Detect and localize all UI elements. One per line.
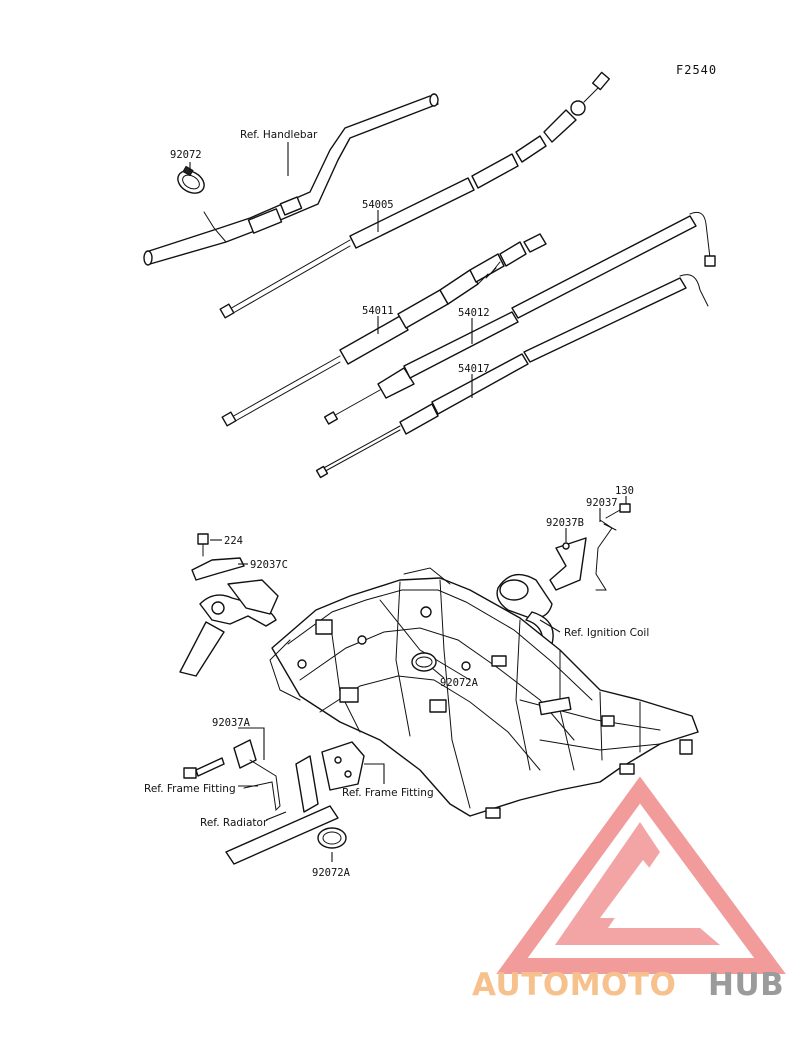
bolt-130 — [605, 503, 631, 519]
cable-54005 — [219, 71, 611, 319]
label-clamp-92072a-bottom: 92072A — [312, 867, 351, 879]
watermark-triangle-icon — [496, 776, 786, 974]
label-cable-54005: 54005 — [362, 199, 394, 211]
handlebar — [143, 93, 439, 266]
label-clip-92037c: 92037C — [250, 559, 288, 571]
label-clamp-92072: 92072 — [170, 149, 202, 161]
label-ref-radiator: Ref. Radiator — [200, 817, 268, 829]
clip-92037a — [233, 739, 281, 812]
clip-92037 — [595, 519, 617, 591]
bracket-92037b — [549, 537, 587, 591]
label-ref-frame-fitting-right: Ref. Frame Fitting — [342, 787, 434, 799]
label-clip-92037a: 92037A — [212, 717, 251, 729]
bolt-frame-fitting — [183, 757, 225, 779]
label-ref-ignition-coil: Ref. Ignition Coil — [564, 627, 649, 639]
diagram-code: F2540 — [676, 63, 717, 77]
label-clamp-92072a-mid: 92072A — [440, 677, 479, 689]
leader-lines — [189, 142, 627, 862]
label-clip-92037: 92037 — [586, 497, 618, 509]
label-cable-54012: 54012 — [458, 307, 490, 319]
label-ref-handlebar: Ref. Handlebar — [240, 129, 318, 141]
cable-54017 — [315, 274, 709, 479]
label-bolt-130: 130 — [615, 485, 634, 497]
watermark-word-gray: HUB — [708, 967, 784, 1003]
label-bolt-224: 224 — [224, 535, 243, 547]
watermark-logo: AUTOMOTO HUB — [472, 776, 786, 1003]
clamp-92072a-mid — [411, 652, 437, 672]
label-ref-frame-fitting-left: Ref. Frame Fitting — [144, 783, 236, 795]
watermark-word-orange: AUTOMOTO — [472, 967, 676, 1003]
lever-assembly — [179, 533, 279, 677]
radiator-bracket — [225, 741, 365, 865]
clamp-92072 — [177, 165, 205, 194]
label-cable-54017: 54017 — [458, 363, 490, 375]
cable-54012 — [323, 211, 716, 425]
label-clip-92037b: 92037B — [546, 517, 584, 529]
frame — [269, 567, 699, 819]
cable-54011 — [221, 233, 547, 427]
clamp-92072a-bottom — [317, 827, 347, 849]
label-cable-54011: 54011 — [362, 305, 394, 317]
